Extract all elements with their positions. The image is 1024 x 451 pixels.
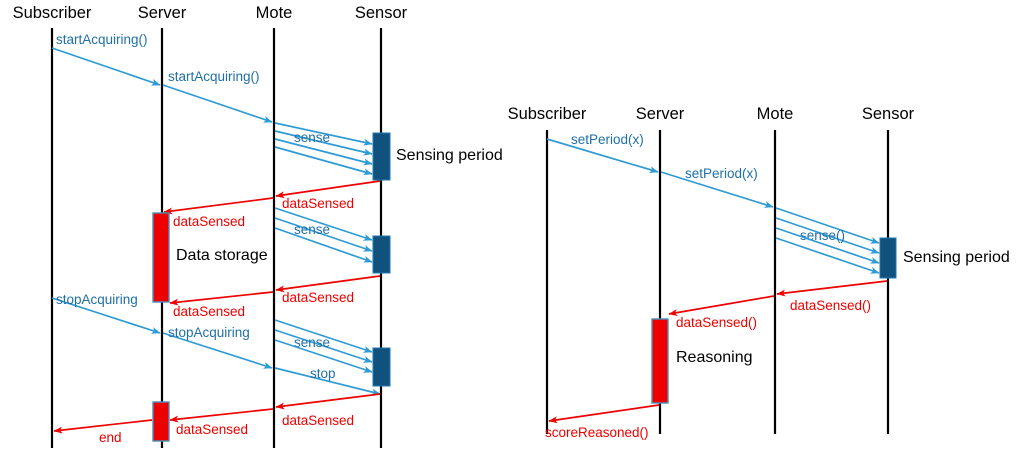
lifeline-mote: Mote xyxy=(256,4,293,448)
msg-stopacquiring-server-mote-label: stopAcquiring xyxy=(168,325,250,340)
msg-datasensed-mote-server-3-label: dataSensed xyxy=(176,422,248,437)
lifeline-label-mote: Mote xyxy=(256,4,293,22)
msg-stop-mote-sensor[interactable] xyxy=(274,367,381,396)
msg-datasensed-sensor-mote-2-label: dataSensed xyxy=(282,290,354,305)
note-sensing-period-right: Sensing period xyxy=(903,249,1010,266)
msg-scorereasoned-server-sub[interactable] xyxy=(548,404,660,424)
msg-startacquiring-sub-server-label: startAcquiring() xyxy=(56,32,148,47)
lifeline-label-subscriber: Subscriber xyxy=(13,4,92,22)
msg-scorereasoned-server-sub-label: scoreReasoned() xyxy=(545,425,649,440)
msg-datasensed-sensor-mote-2[interactable] xyxy=(275,275,381,293)
reasoning-sequence: Subscriber Server Mote Sensor setPeriod(x) se… xyxy=(508,105,1010,440)
msg-sense-2b[interactable] xyxy=(274,217,373,252)
msg-end-server-sub[interactable] xyxy=(53,419,153,434)
activation-server-end-activation[interactable] xyxy=(152,401,170,442)
lifeline-subscriber: Subscriber xyxy=(508,105,587,434)
msg-datasensed-sensor-mote-3[interactable] xyxy=(275,393,381,410)
msg-datasensed-sensor-mote-right[interactable] xyxy=(776,280,888,297)
msg-startacquiring-server-mote[interactable] xyxy=(162,84,273,123)
msg-sense-right-b-label: sense() xyxy=(800,228,845,243)
msg-sense-right-b[interactable] xyxy=(775,217,880,254)
msg-setperiod-sub-server-label: setPeriod(x) xyxy=(571,132,644,147)
msg-datasensed-sensor-mote-right-label: dataSensed() xyxy=(790,298,871,313)
msg-sense-3b[interactable] xyxy=(274,329,373,363)
msg-stop-mote-sensor-label: stop xyxy=(310,366,336,381)
lifeline-label-sensor: Sensor xyxy=(355,4,408,22)
lifeline-subscriber: Subscriber xyxy=(13,4,92,448)
msg-stopacquiring-server-mote[interactable] xyxy=(162,332,273,369)
msg-sense-right-c[interactable] xyxy=(775,227,880,264)
lifeline-label-subscriber: Subscriber xyxy=(508,105,587,123)
msg-end-server-sub-label: end xyxy=(99,430,122,445)
msg-sense-1c[interactable] xyxy=(274,138,373,166)
activation-data-storage[interactable] xyxy=(152,212,170,303)
activation-reasoning[interactable] xyxy=(651,318,669,404)
msg-startacquiring-sub-server[interactable] xyxy=(51,47,161,86)
lifeline-label-server: Server xyxy=(636,105,685,123)
activation-sensing-period-right[interactable] xyxy=(879,237,897,279)
note-data-storage: Data storage xyxy=(176,247,268,264)
msg-datasensed-mote-server-2-label: dataSensed xyxy=(173,304,245,319)
msg-sense-1c-label: sense xyxy=(294,130,330,145)
lifeline-label-mote: Mote xyxy=(757,105,794,123)
msg-setperiod-sub-server[interactable] xyxy=(546,138,659,173)
activation-sensing-period-3[interactable] xyxy=(372,347,391,387)
msg-datasensed-mote-server-2[interactable] xyxy=(169,291,274,306)
note-sensing-period-1: Sensing period xyxy=(396,147,503,164)
msg-sense-1b[interactable] xyxy=(274,130,373,156)
msg-datasensed-mote-server-right[interactable] xyxy=(668,295,775,317)
msg-stopacquiring-sub-server[interactable] xyxy=(51,297,161,334)
msg-setperiod-server-mote[interactable] xyxy=(660,171,774,208)
activation-sensing-period-1[interactable] xyxy=(372,132,391,181)
msg-sense-1a[interactable] xyxy=(274,122,373,146)
msg-datasensed-mote-server-3[interactable] xyxy=(169,408,274,423)
msg-datasensed-mote-server-1[interactable] xyxy=(163,197,274,215)
msg-sense-3a[interactable] xyxy=(274,319,373,353)
msg-sense-2c[interactable] xyxy=(274,227,373,263)
msg-datasensed-mote-server-right-label: dataSensed() xyxy=(676,315,757,330)
msg-datasensed-mote-server-1-label: dataSensed xyxy=(173,214,245,229)
msg-datasensed-sensor-mote-3-label: dataSensed xyxy=(282,413,354,428)
lifeline-mote: Mote xyxy=(757,105,794,434)
msg-setperiod-server-mote-label: setPeriod(x) xyxy=(685,166,758,181)
msg-stopacquiring-sub-server-label: stopAcquiring xyxy=(56,292,138,307)
msg-sense-3b-label: sense xyxy=(294,335,330,350)
lifeline-label-sensor: Sensor xyxy=(862,105,915,123)
data-acquisition-sequence: Subscriber Server Mote Sensor startAcquiring… xyxy=(13,4,503,448)
activation-sensing-period-2[interactable] xyxy=(372,235,391,274)
msg-datasensed-sensor-mote-1[interactable] xyxy=(275,180,381,199)
msg-sense-2b-label: sense xyxy=(294,222,330,237)
msg-datasensed-sensor-mote-1-label: dataSensed xyxy=(282,196,354,211)
msg-startacquiring-server-mote-label: startAcquiring() xyxy=(168,69,260,84)
msg-sense-1d[interactable] xyxy=(274,146,373,176)
lifeline-sensor: Sensor xyxy=(862,105,915,434)
note-reasoning: Reasoning xyxy=(676,349,753,366)
lifeline-label-server: Server xyxy=(138,4,187,22)
msg-sense-2a[interactable] xyxy=(274,207,373,241)
msg-sense-3c[interactable] xyxy=(274,339,373,373)
msg-sense-right-a[interactable] xyxy=(775,207,880,244)
msg-sense-right-d[interactable] xyxy=(775,237,880,274)
